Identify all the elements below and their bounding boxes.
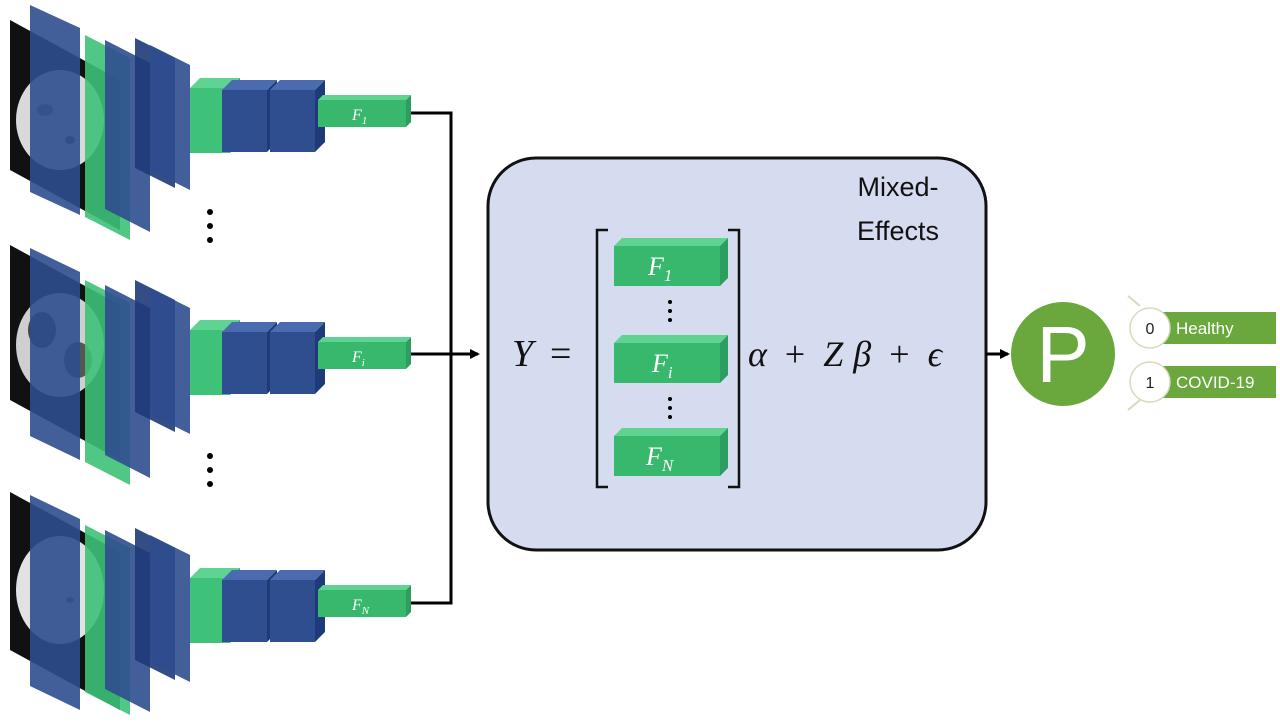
- equation-lhs: Y: [512, 333, 537, 375]
- conv-layer: [150, 45, 190, 190]
- conv-block: [270, 570, 325, 642]
- equation-rhs: α + Z β + ϵ: [748, 333, 944, 374]
- class-0-value: 0: [1146, 321, 1155, 338]
- matrix-label-n: FN: [645, 442, 675, 475]
- feature-connector: [411, 111, 480, 605]
- matrix-label-i: Fi: [651, 349, 673, 382]
- output-symbol: P: [1036, 310, 1089, 399]
- conv-block: [222, 570, 277, 642]
- matrix-feature-i: Fi: [614, 335, 728, 383]
- output-class-0: 0 Healthy: [1129, 307, 1276, 349]
- matrix-label-1: F1: [647, 252, 672, 285]
- feature-label-i: Fi: [351, 349, 365, 369]
- output-class-1: 1 COVID-19: [1129, 361, 1276, 403]
- mixed-effects-panel: Mixed- Effects Y = F1 Fi: [486, 156, 988, 552]
- output-predictor: P: [1011, 302, 1115, 406]
- conv-block: [222, 80, 277, 152]
- matrix-bracket-left: [595, 228, 608, 489]
- cnn-stack-n: FN: [10, 492, 411, 715]
- matrix-bracket-right: [728, 228, 741, 489]
- class-1-label: COVID-19: [1176, 373, 1254, 392]
- ellipsis-dots-lower: [207, 453, 213, 487]
- cnn-stack-1: F1: [10, 5, 411, 240]
- alpha-symbol: α: [748, 334, 768, 374]
- cnn-stack-i: Fi: [10, 245, 411, 485]
- panel-title-line1: Mixed-: [857, 172, 938, 202]
- feature-vector-1: F1: [318, 95, 411, 127]
- matrix-dots-lower: [668, 397, 672, 419]
- conv-layer: [30, 495, 80, 710]
- equation-equals: =: [550, 333, 571, 375]
- conv-block: [270, 80, 325, 152]
- panel-title-line2: Effects: [857, 216, 939, 246]
- conv-layer: [150, 535, 190, 682]
- plus-sign: +: [785, 334, 805, 374]
- class-0-label: Healthy: [1176, 319, 1234, 338]
- plus-sign: +: [889, 334, 909, 374]
- ellipsis-dots-upper: [207, 209, 213, 243]
- output-ticks: [1127, 295, 1141, 411]
- conv-block: [270, 322, 325, 394]
- feature-vector-i: Fi: [318, 337, 411, 369]
- feature-label-n: FN: [351, 597, 370, 617]
- conv-layer: [150, 288, 190, 434]
- conv-layer: [30, 5, 80, 215]
- conv-layer: [30, 248, 80, 460]
- class-1-value: 1: [1146, 375, 1155, 392]
- matrix-feature-n: FN: [614, 428, 728, 476]
- z-symbol: Z: [823, 334, 844, 374]
- feature-label-1: F1: [351, 107, 367, 127]
- conv-block: [222, 322, 277, 394]
- beta-symbol: β: [852, 334, 871, 374]
- matrix-feature-1: F1: [614, 238, 728, 286]
- epsilon-symbol: ϵ: [928, 334, 944, 374]
- feature-vector-n: FN: [318, 585, 411, 617]
- matrix-dots-upper: [668, 300, 672, 322]
